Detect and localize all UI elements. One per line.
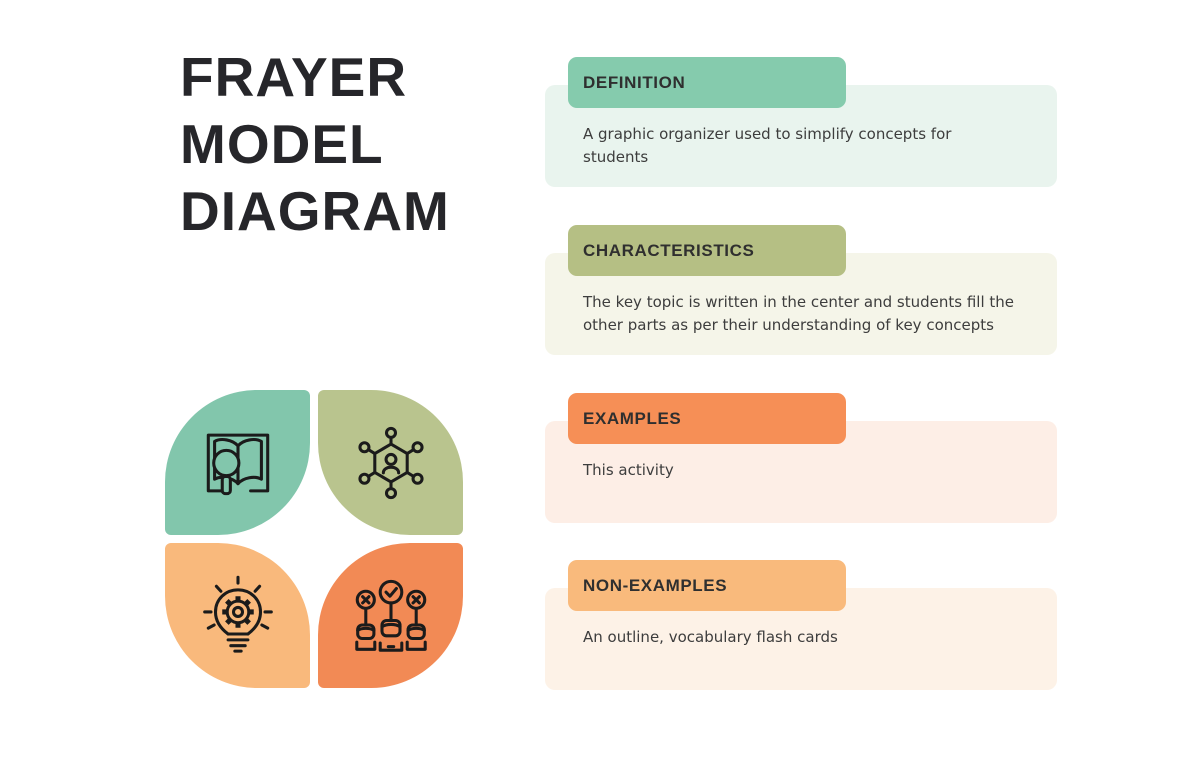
definition-badge: DEFINITION (568, 57, 846, 108)
non-examples-badge: NON-EXAMPLES (568, 560, 846, 611)
section-characteristics: CHARACTERISTICS The key topic is written… (545, 225, 1057, 357)
vote-hands-icon (354, 579, 427, 652)
quadrant-definition (165, 390, 310, 535)
examples-badge: EXAMPLES (568, 393, 846, 444)
frayer-quadrant-grid (165, 390, 463, 688)
title-line-2: MODEL (180, 113, 384, 175)
section-non-examples: NON-EXAMPLES An outline, vocabulary flas… (545, 560, 1057, 692)
book-magnifier-icon (206, 433, 269, 495)
quadrant-characteristics (318, 390, 463, 535)
definition-label: DEFINITION (583, 72, 686, 92)
non-examples-label: NON-EXAMPLES (583, 575, 728, 595)
examples-label: EXAMPLES (583, 408, 682, 428)
section-examples: EXAMPLES This activity (545, 393, 1057, 525)
characteristics-body-text: The key topic is written in the center a… (583, 293, 1015, 334)
characteristics-badge: CHARACTERISTICS (568, 225, 846, 276)
section-definition: DEFINITION A graphic organizer used to s… (545, 57, 1057, 189)
title-line-1: FRAYER (180, 46, 408, 108)
definition-body-text: A graphic organizer used to simplify con… (583, 125, 952, 166)
non-examples-body-text: An outline, vocabulary flash cards (583, 628, 838, 646)
characteristics-label: CHARACTERISTICS (583, 240, 755, 260)
quadrant-examples (165, 543, 310, 688)
examples-body-text: This activity (583, 461, 674, 479)
title-line-3: DIAGRAM (180, 180, 450, 242)
page-title: FRAYER MODEL DIAGRAM (180, 44, 450, 245)
user-network-icon (357, 426, 424, 499)
quadrant-non-examples (318, 543, 463, 688)
idea-bulb-gear-icon (202, 575, 273, 653)
